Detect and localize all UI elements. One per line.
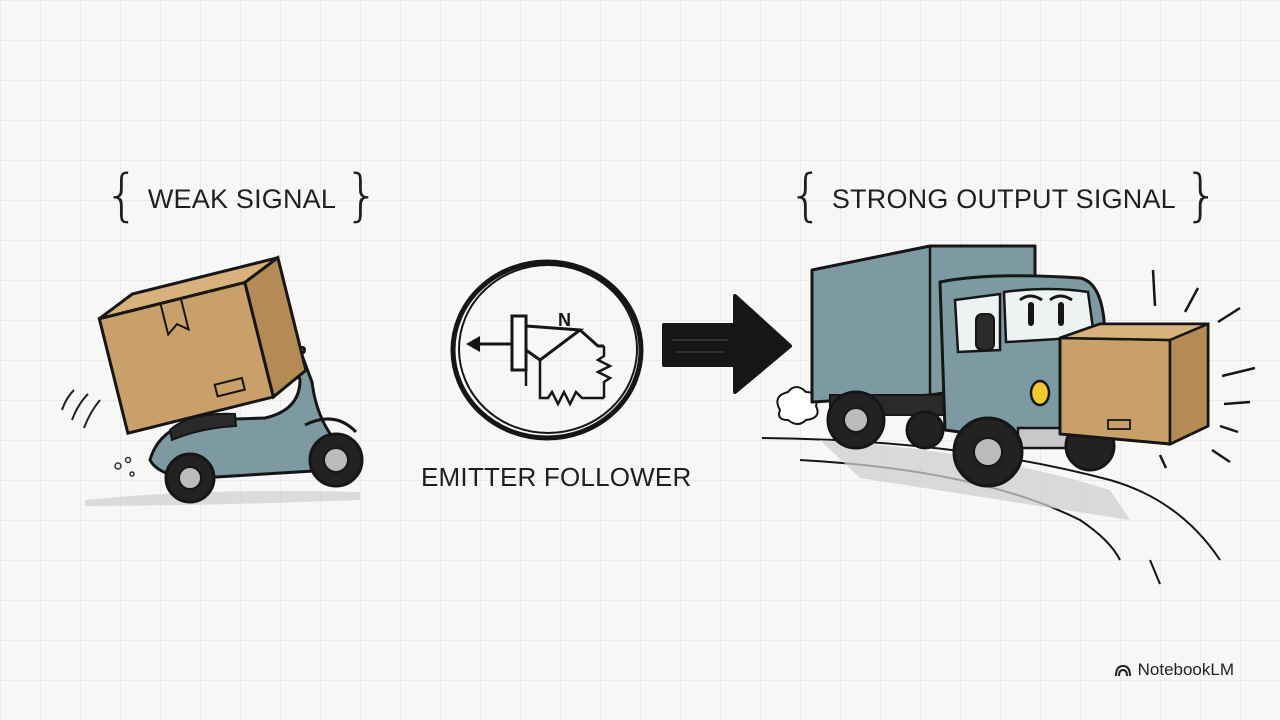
brand-name: NotebookLM — [1137, 660, 1234, 679]
truck-illustration — [761, 244, 1256, 585]
left-brace-icon: { — [104, 163, 140, 228]
emitter-follower-label: EMITTER FOLLOWER — [421, 462, 692, 492]
notebooklm-logo: NotebookLM — [1114, 660, 1234, 680]
strong-output-signal-label: { STRONG OUTPUT SIGNAL } — [788, 163, 1220, 228]
scooter-illustration — [61, 255, 364, 506]
transistor-type-label: N — [558, 310, 571, 330]
left-brace-icon: { — [788, 163, 824, 228]
arrow-icon — [662, 294, 792, 394]
notebooklm-logo-icon — [1114, 664, 1131, 677]
right-brace-icon: } — [344, 163, 380, 228]
weak-signal-label: { WEAK SIGNAL } — [104, 163, 380, 228]
right-brace-icon: } — [1183, 163, 1220, 228]
emitter-follower-schematic: N — [450, 259, 644, 441]
